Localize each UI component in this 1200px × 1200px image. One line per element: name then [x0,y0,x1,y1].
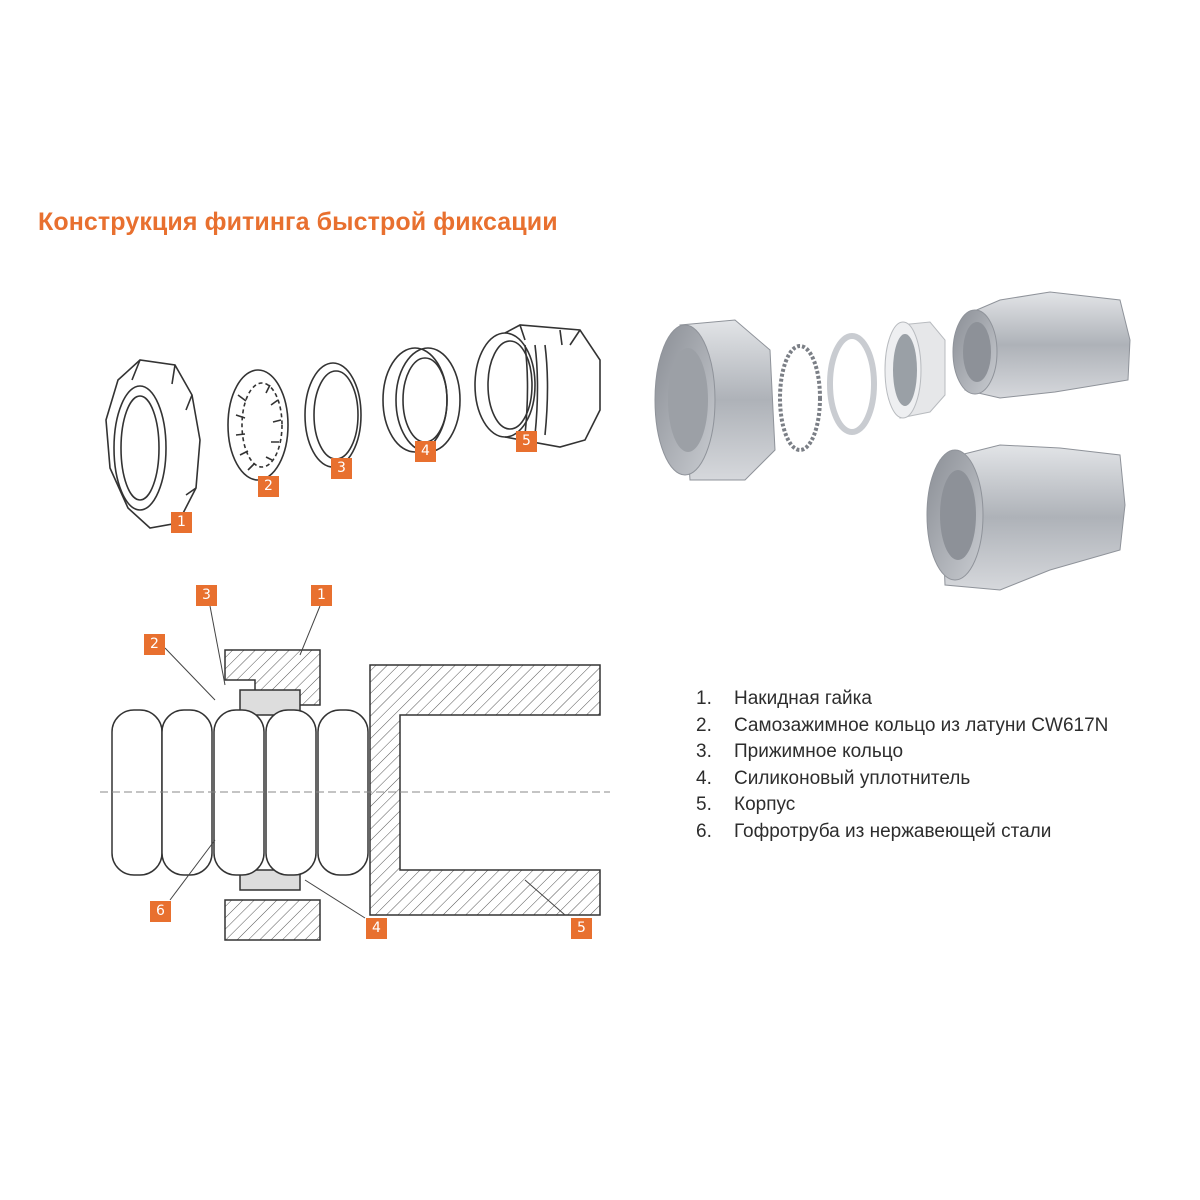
exploded-tag-2: 2 [258,476,279,497]
render-body [952,291,1131,399]
section-tag-1: 1 [311,585,332,606]
section-tag-2: 2 [144,634,165,655]
section-tag-6: 6 [150,901,171,922]
render-assembled-fitting [926,444,1126,591]
exploded-tag-1: 1 [171,512,192,533]
legend-item: 6.Гофротруба из нержавеющей стали [696,820,1052,842]
legend-item: 1.Накидная гайка [696,688,872,709]
legend-item: 2.Самозажимное кольцо из латуни CW617N [696,714,1109,736]
legend-item: 3.Прижимное кольцо [696,741,904,762]
section-body [369,664,601,916]
exploded-tag-3: 3 [331,458,352,479]
parts-legend: 1.Накидная гайка 2.Самозажимное кольцо и… [696,686,1108,845]
section-tag-4: 4 [366,918,387,939]
part-5-body-drawing [474,324,601,448]
section-tag-3: 3 [196,585,217,606]
exploded-tag-5: 5 [516,431,537,452]
section-tag-5: 5 [571,918,592,939]
exploded-tag-4: 4 [415,441,436,462]
diagram-title: Конструкция фитинга быстрой фиксации [38,208,558,236]
render-ring [827,333,877,435]
render-nut [654,319,776,481]
legend-item: 4.Силиконовый уплотнитель [696,767,971,789]
render-toothed-ring [778,344,822,452]
render-seal [884,321,946,419]
legend-item: 5.Корпус [696,794,796,815]
part-1-nut-drawing [105,359,201,529]
section-corrugated-pipe [111,709,369,876]
